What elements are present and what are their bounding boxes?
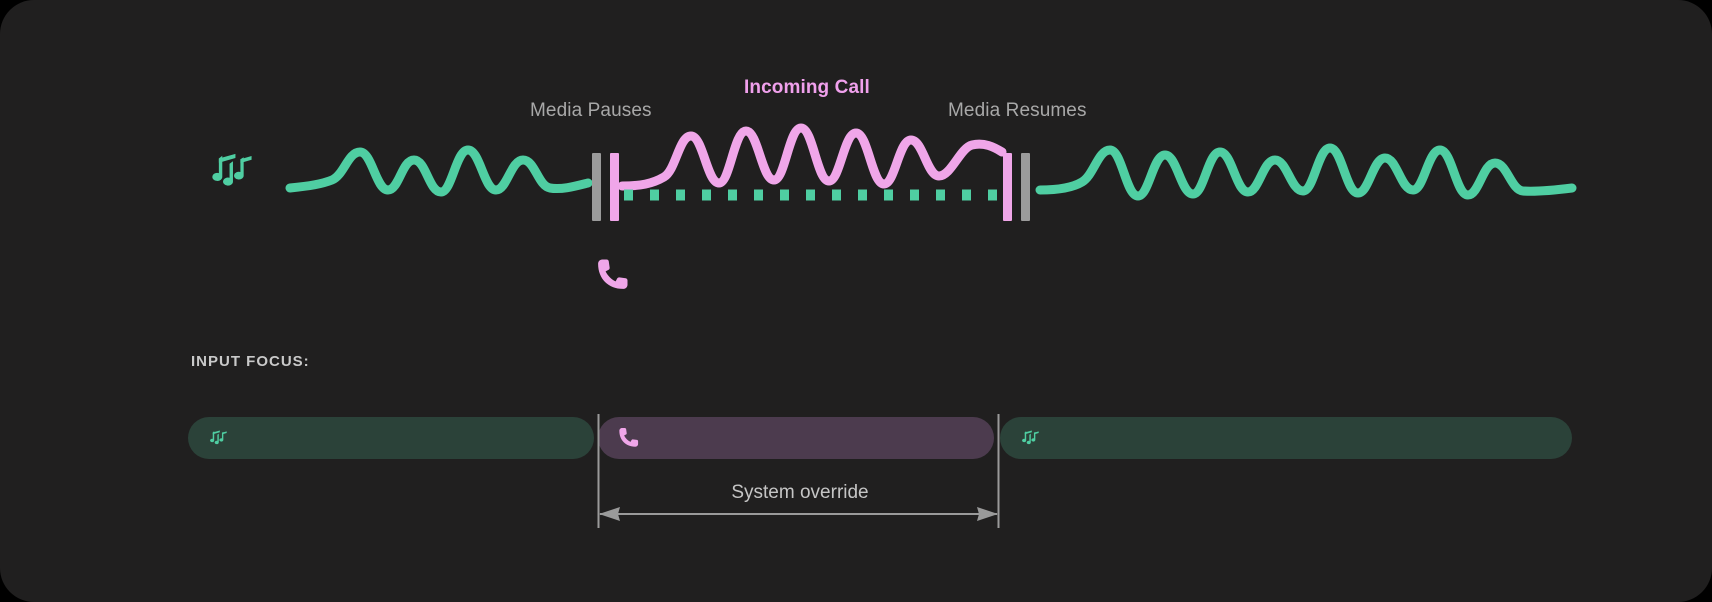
marker-pause-pink-bar	[610, 153, 619, 221]
timeline-visualization: Media Pauses Incoming Call Media Resumes	[212, 77, 1577, 289]
waveform-media-before	[285, 145, 593, 197]
phone-handset-icon	[618, 427, 640, 449]
marker-resume-gray-bar	[1021, 153, 1030, 221]
label-media-resumes: Media Resumes	[948, 100, 1087, 121]
label-media-pauses: Media Pauses	[530, 100, 652, 121]
marker-resume-pink-bar	[1003, 153, 1012, 221]
input-focus-title: INPUT FOCUS:	[191, 353, 310, 370]
system-override-caption: System override	[0, 482, 1712, 504]
focus-track-call[interactable]	[598, 417, 994, 459]
override-arrow-head-right	[977, 507, 998, 521]
marker-pause-gray-bar	[592, 153, 601, 221]
system-override-caption-text: System override	[731, 482, 869, 503]
waveform-incoming-call	[617, 123, 1007, 191]
focus-track-row	[0, 417, 1712, 459]
label-incoming-call: Incoming Call	[744, 77, 870, 98]
override-arrow-head-left	[599, 507, 620, 521]
music-notes-icon	[208, 428, 230, 448]
music-notes-icon	[212, 153, 252, 186]
phone-handset-icon	[598, 259, 628, 289]
music-notes-icon	[1020, 428, 1042, 448]
focus-track-media-after[interactable]	[1000, 417, 1572, 459]
timeline-svg	[212, 123, 1577, 289]
waveform-media-after	[1035, 143, 1577, 201]
focus-track-media-before[interactable]	[188, 417, 594, 459]
